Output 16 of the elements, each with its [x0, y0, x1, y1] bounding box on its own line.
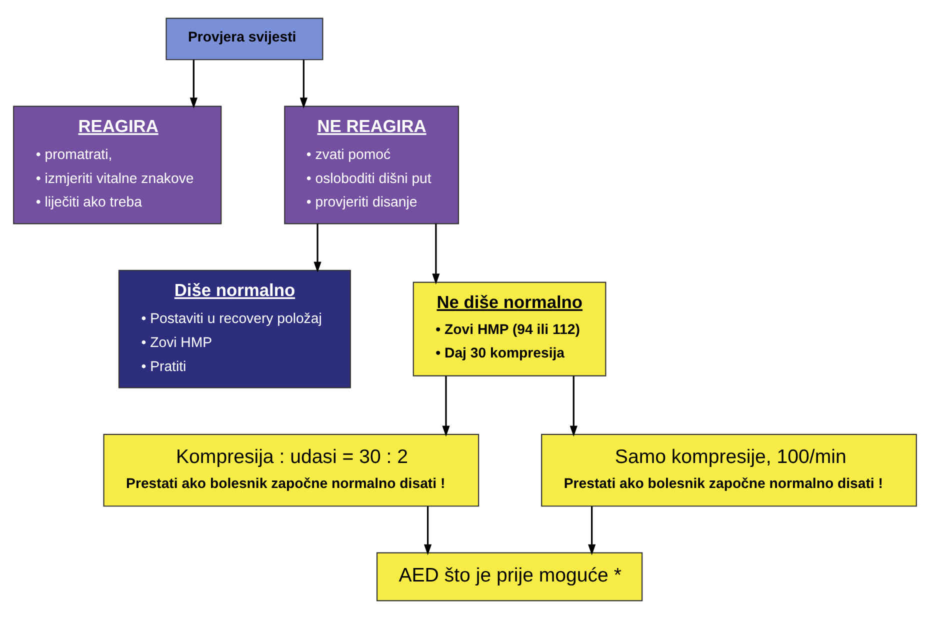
arrow: [313, 223, 321, 272]
arrow: [423, 506, 432, 555]
arrow: [432, 223, 440, 284]
arrow: [299, 59, 307, 108]
node-box: REAGIRA • promatrati, • izmjeriti vitalne znakove • liječiti ako treba: [12, 105, 222, 224]
arrow: [588, 506, 596, 555]
node-box: Diše normalno • Postaviti u recovery položaj • Zovi HMP • Pratiti: [118, 269, 350, 388]
arrow: [189, 59, 197, 108]
node-box: AED što je prije moguće *: [376, 552, 642, 601]
node-box: Provjera svijesti: [165, 17, 323, 60]
arrow: [569, 376, 577, 436]
node-box: Samo kompresije, 100/min Prestati ako bolesnik započne normalno disati !: [540, 433, 916, 506]
node-box: Kompresija : udasi = 30 : 2 Prestati ako bolesnik započne normalno disati !: [102, 433, 479, 506]
node-box: NE REAGIRA • zvati pomoć • osloboditi dišni put • provjeriti disanje: [284, 105, 459, 224]
arrow: [442, 376, 450, 436]
node-box: Ne diše normalno • Zovi HMP (94 ili 112) • Daj 30 kompresija: [412, 281, 606, 376]
